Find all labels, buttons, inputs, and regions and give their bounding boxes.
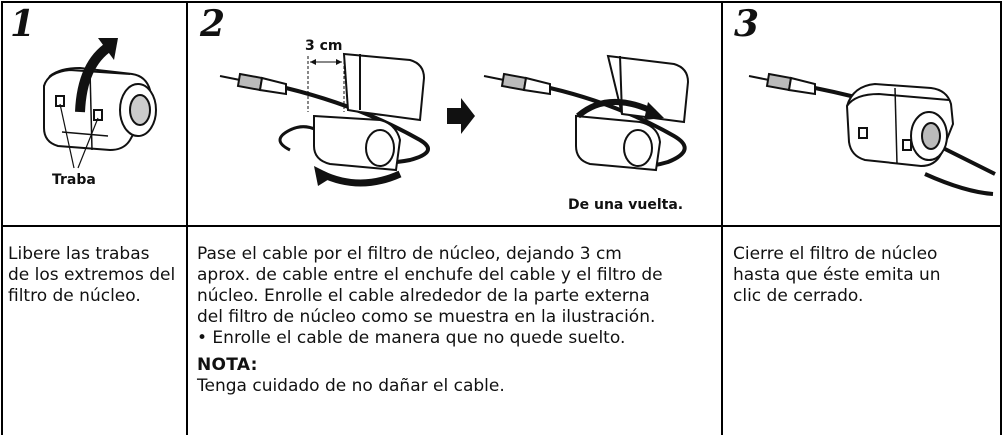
step-2-number: 2 (200, 3, 226, 45)
step-3-number: 3 (734, 3, 760, 45)
step-2-bullet: • Enrolle el cable de manera que no qued… (197, 328, 626, 348)
table-middle-border (1, 225, 1001, 227)
step-3-text: Cierre el filtro de núcleo hasta que ést… (733, 244, 941, 306)
note-text: Tenga cuidado de no dañar el cable. (197, 376, 505, 396)
latch-label: Traba (52, 172, 96, 188)
step-1-number: 1 (10, 3, 36, 45)
core-filter-closed-illustration (748, 72, 996, 196)
column-divider-1 (186, 1, 188, 435)
core-filter-open-illustration (43, 38, 157, 169)
note-title: NOTA: (197, 355, 258, 375)
cable-wrap-illustration-left (219, 52, 430, 187)
dimension-label: 3 cm (305, 38, 343, 54)
turn-label: De una vuelta. (568, 197, 684, 213)
table-top-border (1, 1, 1001, 3)
step-2-line-4: del filtro de núcleo como se muestra en … (197, 307, 656, 327)
step-1-text: Libere las trabas de los extremos del fi… (8, 244, 176, 306)
column-divider-2 (721, 1, 723, 435)
table-right-border (1000, 1, 1002, 435)
step-2-text: Pase el cable por el filtro de núcleo, d… (197, 244, 717, 397)
cable-wrap-illustration-right (483, 54, 690, 172)
step-2-line-3: núcleo. Enrolle el cable alrededor de la… (197, 286, 650, 306)
step-2-line-2: aprox. de cable entre el enchufe del cab… (197, 265, 663, 285)
table-left-border (1, 1, 3, 435)
next-step-arrow-icon (447, 98, 475, 134)
step-2-line-1: Pase el cable por el filtro de núcleo, d… (197, 244, 622, 264)
